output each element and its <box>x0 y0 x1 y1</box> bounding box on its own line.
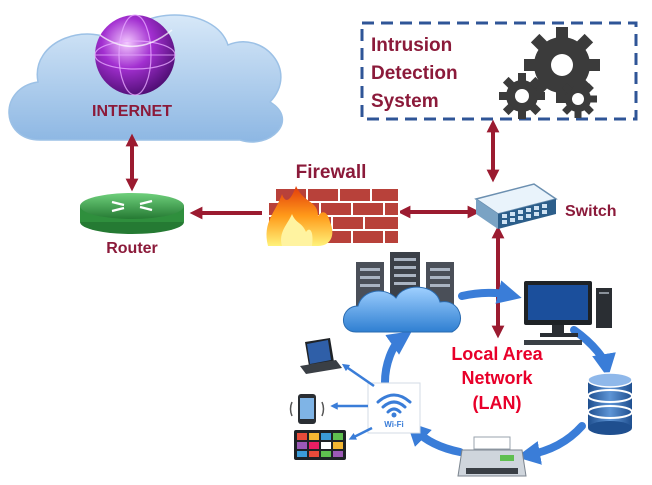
ids-label-line1: Intrusion <box>371 35 452 56</box>
firewall-label: Firewall <box>296 162 367 183</box>
laptop-icon <box>300 338 342 374</box>
loop-arrow-wifi-servers <box>381 331 412 386</box>
wifi-label: Wi-Fi <box>384 420 403 429</box>
router-label: Router <box>106 240 158 257</box>
ids-label-line3: System <box>371 91 439 112</box>
server-cloud-icon <box>343 252 461 333</box>
loop-arrow-printer-wifi <box>406 421 464 456</box>
lan-label-line3: (LAN) <box>473 393 522 413</box>
internet-label: INTERNET <box>92 103 172 120</box>
wifi-icon: Wi-Fi <box>367 382 421 434</box>
switch-icon: Switch <box>474 183 617 229</box>
printer-icon <box>457 436 527 477</box>
desktop-computer-icon <box>524 281 612 345</box>
switch-label: Switch <box>565 203 617 220</box>
loop-arrow-database-printer <box>516 422 586 465</box>
loop-arrow-servers-desktop <box>458 280 522 304</box>
lan-label: Local Area Network (LAN) <box>451 344 543 413</box>
ids-box: Intrusion Detection System <box>360 21 638 121</box>
lan-label-line2: Network <box>461 368 533 388</box>
database-icon <box>587 372 633 435</box>
internet-cloud-icon: INTERNET <box>8 14 284 143</box>
smartphone-icon <box>289 394 325 424</box>
tablet-icon <box>294 430 346 460</box>
globe-icon <box>94 14 176 96</box>
wifi-device-links <box>330 363 375 440</box>
loop-arrow-desktop-database <box>570 326 616 378</box>
firewall-icon: Firewall <box>266 162 400 246</box>
gears-icon <box>499 27 600 119</box>
lan-label-line1: Local Area <box>451 344 543 364</box>
fire-icon <box>266 186 333 246</box>
ids-label-line2: Detection <box>371 63 458 84</box>
router-icon: Router <box>80 193 184 257</box>
